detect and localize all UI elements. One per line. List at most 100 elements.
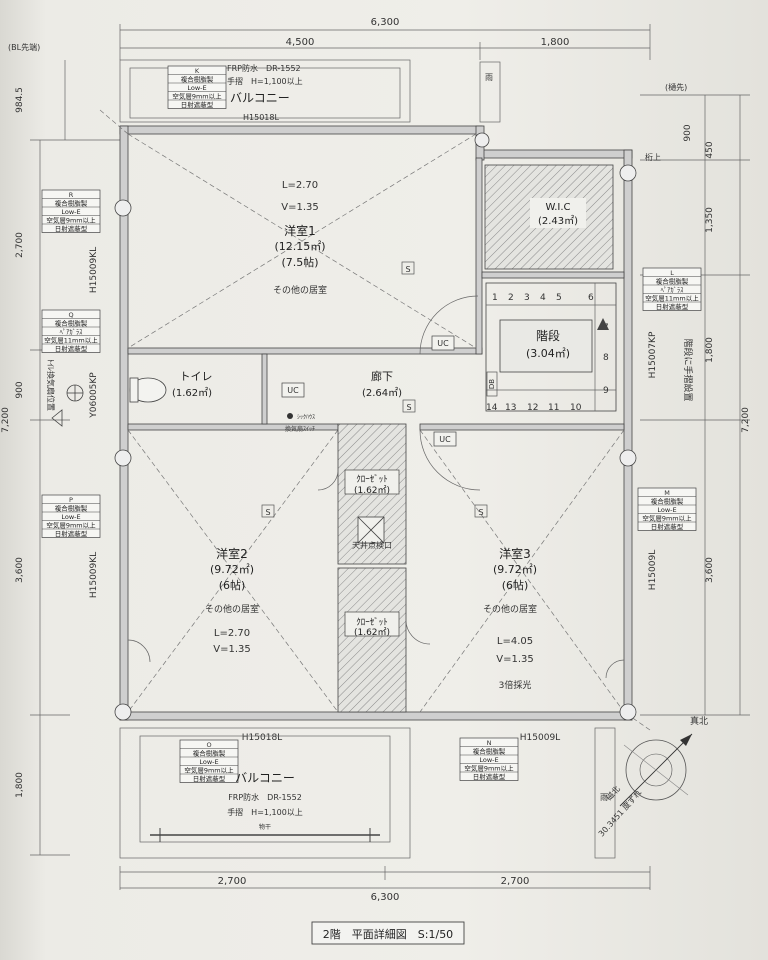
- dim-left-top: 984.5: [15, 87, 25, 113]
- step-14: 14: [486, 403, 498, 413]
- window-legend-line: 日射遮蔽型: [651, 522, 684, 531]
- step-12: 12: [527, 403, 538, 413]
- window-legend-line: 日射遮蔽型: [193, 774, 226, 783]
- room2-ceiling-v: V=1.35: [213, 644, 251, 655]
- hall-area: (2.64㎡): [362, 387, 402, 399]
- window-legend-line: 空気層11mm以上: [44, 336, 98, 345]
- window-legend-line: Low-E: [199, 758, 218, 766]
- room3-use: その他の居室: [483, 603, 537, 615]
- dim-right-5: 3,600: [705, 557, 715, 583]
- toilet-name: トイレ: [180, 370, 213, 383]
- smoke-symbol-2: S: [265, 508, 270, 517]
- stairs: 階段 (3.04㎡) 1 2 3 4 5 6 7 8 9 10 11 12 13…: [485, 282, 617, 413]
- vent-position-note: ﾄｲﾚ換気扇位置: [46, 359, 56, 411]
- room1-area: (12.15㎡): [274, 240, 325, 253]
- switch-note: 換気扇ｽｲｯﾁ: [285, 425, 315, 433]
- wic-area: (2.43㎡): [538, 215, 578, 227]
- stairs-name: 階段: [536, 328, 560, 343]
- compass-icon: [625, 739, 687, 801]
- window-legend-line: Low-E: [61, 513, 80, 521]
- breaker-note: ｼｯｸﾊｳｽ: [297, 414, 315, 421]
- uc-box: [281, 382, 305, 398]
- doors: [127, 295, 625, 679]
- dim-top-left: 4,500: [286, 37, 315, 48]
- closet2-area: (1.62㎡): [354, 627, 390, 638]
- step-1: 1: [492, 293, 498, 303]
- room3-name: 洋室3: [499, 546, 531, 561]
- smoke-detector-icon: [474, 504, 488, 518]
- db-label: DB: [488, 379, 496, 389]
- post-note-left: 雨: [485, 73, 493, 82]
- step-3: 3: [524, 293, 530, 303]
- dim-bottom-left: 2,700: [218, 876, 247, 887]
- step-6: 6: [588, 293, 594, 303]
- dim-left-1: 2,700: [15, 232, 25, 258]
- step-8: 8: [603, 353, 609, 363]
- inspection-note: 天井点検口: [352, 540, 392, 550]
- smoke-symbol-1: S: [405, 265, 410, 274]
- dim-bottom-total: 6,300: [371, 892, 400, 903]
- room1-tatami: (7.5帖): [281, 256, 318, 269]
- window-legend-line: 複合樹脂製: [473, 747, 506, 756]
- window-legend-line: 空気層9mm以上: [46, 216, 96, 225]
- window-code-left-lower: H15009KL: [89, 552, 99, 598]
- stairs-area: (3.04㎡): [526, 347, 570, 360]
- title-block: 2階 平面詳細図 S:1/50: [311, 921, 465, 945]
- window-legend-line: 空気層9mm以上: [642, 514, 692, 523]
- room2-name: 洋室2: [216, 546, 248, 561]
- room2-area: (9.72㎡): [210, 563, 254, 576]
- dim-left-total: 7,200: [1, 407, 11, 433]
- window-code-right-upper: H15007KP: [648, 331, 658, 378]
- dim-left-4: 1,800: [15, 772, 25, 798]
- stair-arrow-icon: [597, 318, 609, 330]
- step-9: 9: [603, 386, 609, 396]
- drawing-title: 2階 平面詳細図 S:1/50: [323, 927, 453, 941]
- uc-label-2: UC: [287, 386, 299, 395]
- room1-use: その他の居室: [273, 284, 327, 296]
- step-4: 4: [540, 293, 546, 303]
- room3-ceiling-v: V=1.35: [496, 654, 534, 665]
- uc-label-3: UC: [439, 435, 451, 444]
- window-code-right-lower: H15009L: [648, 550, 658, 590]
- dim-top-right: 1,800: [541, 37, 570, 48]
- uc-box: [433, 431, 457, 447]
- distribution-board: [486, 371, 498, 397]
- dim-right-1: 900: [683, 124, 693, 141]
- room3-tatami: (6帖): [502, 579, 529, 592]
- uc-label-1: UC: [437, 339, 449, 348]
- smoke-detector-icon: [402, 399, 416, 413]
- window-code-bottom-right: H15009L: [520, 733, 560, 743]
- balcony-top-label: バルコニー: [230, 91, 290, 105]
- gutter-note: (樋先): [665, 82, 687, 92]
- window-legend-line: 複合樹脂製: [55, 319, 88, 328]
- top-balcony: FRP防水 DR-1552 手摺 H=1,100以上 バルコニー H15018L…: [119, 59, 501, 123]
- window-legend-line: 空気層11mm以上: [645, 294, 699, 303]
- window-legend-id: M: [664, 489, 670, 497]
- step-13: 13: [505, 403, 516, 413]
- dim-left-2: 900: [15, 381, 25, 398]
- window-legend-line: 日射遮蔽型: [656, 302, 689, 311]
- bottom-dimensions: 2,700 2,700 6,300: [119, 866, 651, 903]
- window-legend-line: 複合樹脂製: [181, 75, 214, 84]
- window-legend-id: Q: [68, 311, 73, 319]
- window-legend-line: 日射遮蔽型: [473, 772, 506, 781]
- window-legend-line: 複合樹脂製: [193, 749, 226, 758]
- post-note-right: 雨: [600, 793, 608, 802]
- smoke-symbol-4: S: [406, 403, 411, 412]
- dim-right-total: 7,200: [741, 407, 751, 433]
- window-legend-line: 空気層9mm以上: [464, 764, 514, 773]
- window-legend-id: P: [69, 496, 73, 504]
- symbols: S S S S UC UC UC DB ｼｯｸﾊｳｽ 換気扇ｽｲｯﾁ ﾄｲﾚ換気…: [46, 132, 637, 721]
- bl-edge-note: (BL先端): [8, 42, 40, 52]
- room1-ceiling-l: L=2.70: [282, 180, 318, 191]
- toilet-fixture: [129, 377, 167, 403]
- north-label: 真北: [690, 715, 708, 727]
- hall-name: 廊下: [371, 369, 393, 383]
- bottom-balcony: 雨 バルコニー FRP防水 DR-1552 手摺 H=1,100以上 物干: [119, 727, 616, 859]
- window-legend-line: Low-E: [657, 506, 676, 514]
- window-legend-line: ﾍﾟｱｶﾞﾗｽ: [661, 286, 685, 294]
